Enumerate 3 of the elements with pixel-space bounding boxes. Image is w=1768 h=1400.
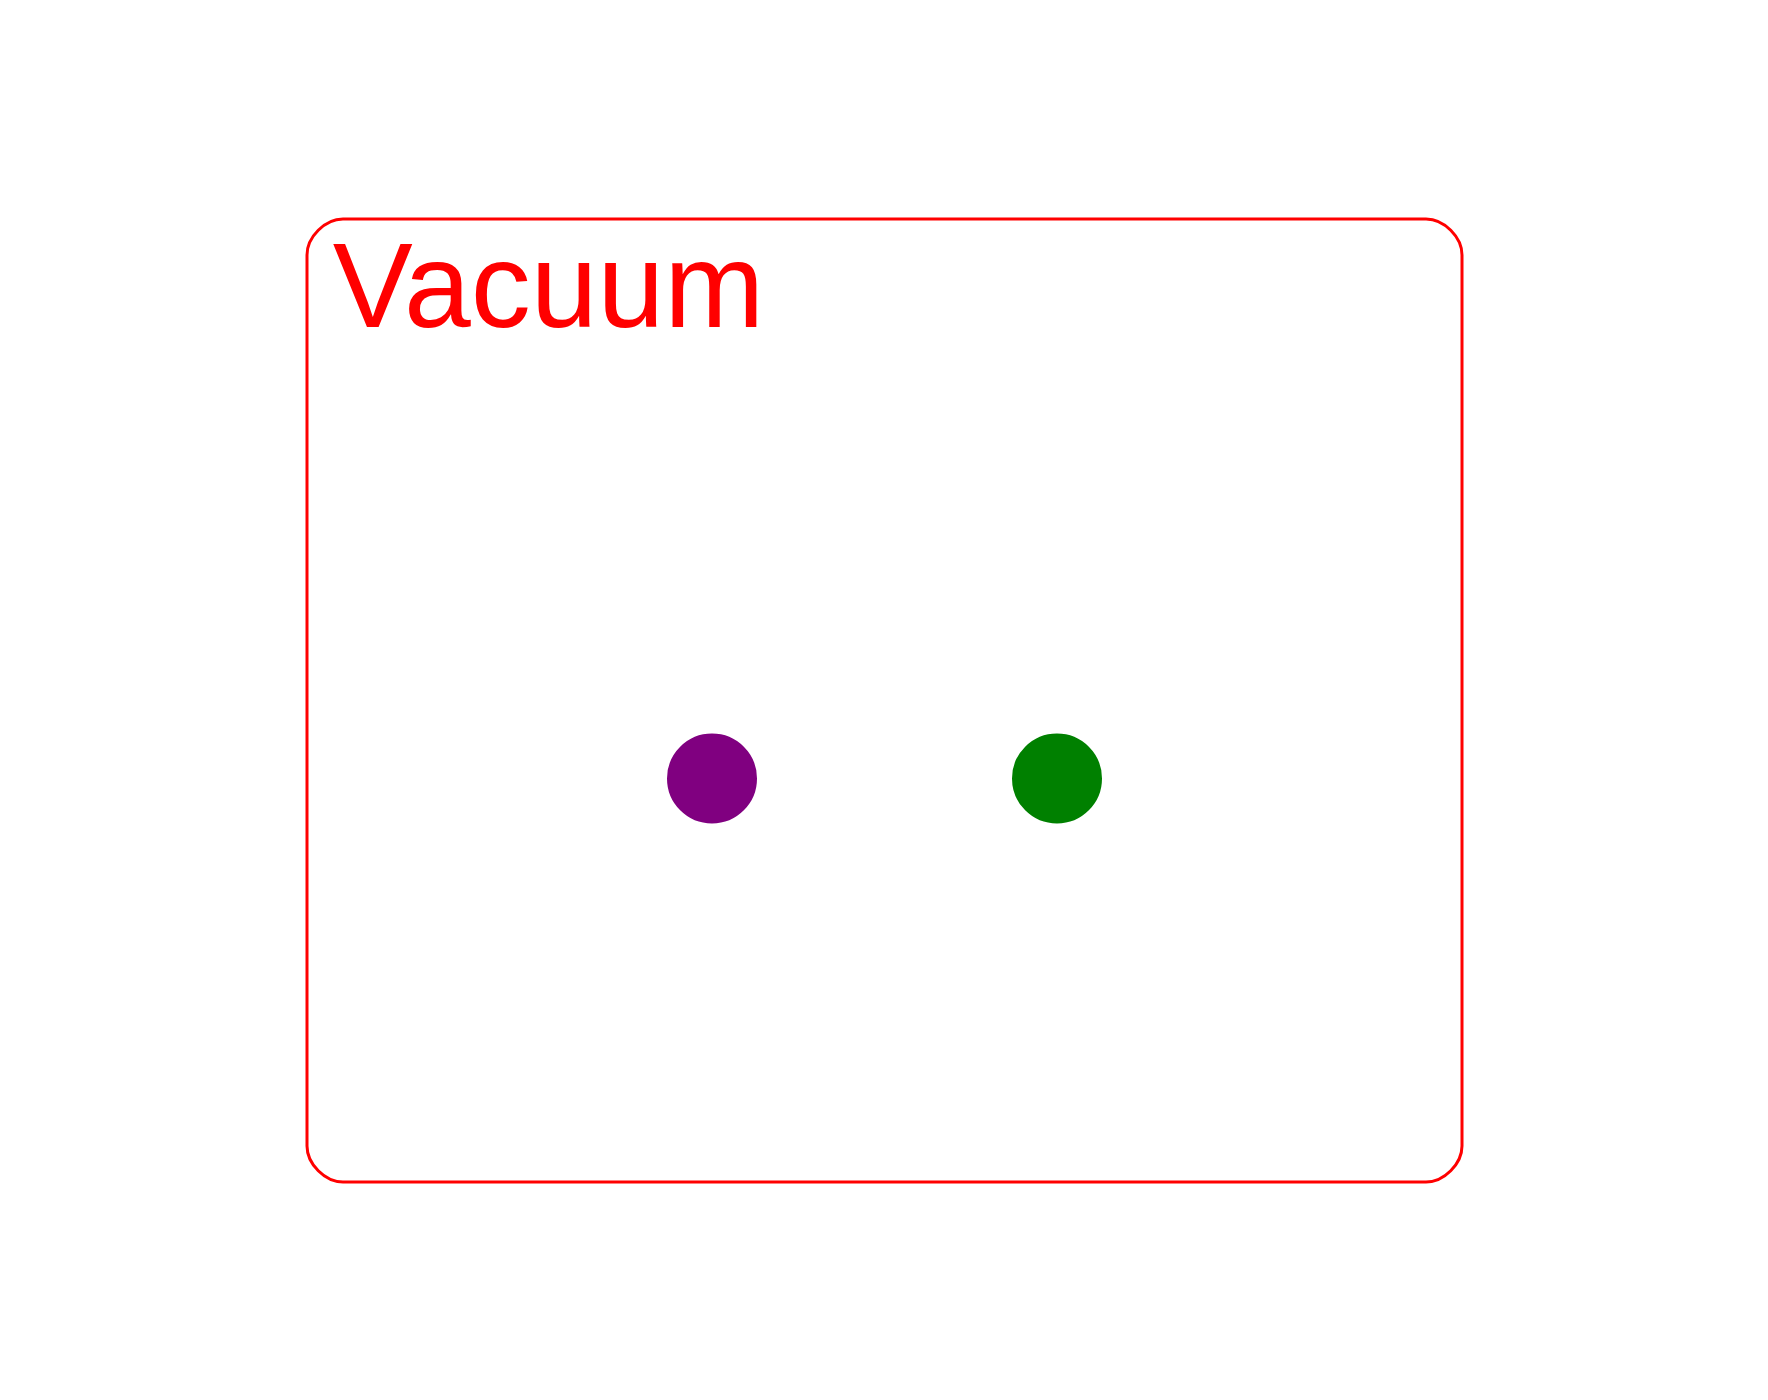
node-circle	[666, 733, 757, 823]
cluster: Vacuum	[305, 217, 1463, 1183]
node-circle	[1011, 733, 1102, 823]
